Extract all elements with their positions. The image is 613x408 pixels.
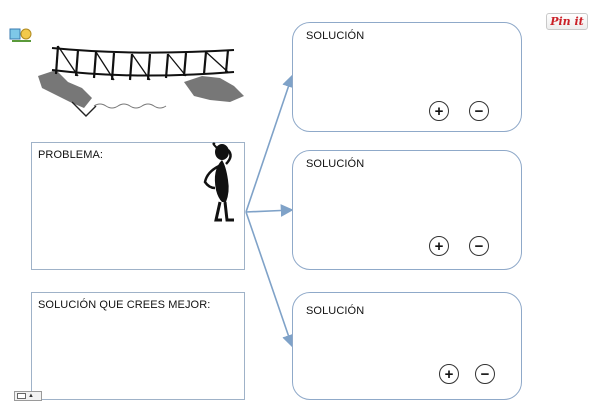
page-icon [17,393,26,399]
solution-box-1[interactable]: SOLUCIÓN + − [292,22,522,132]
solution-label-3: SOLUCIÓN [306,305,365,317]
best-solution-box[interactable]: SOLUCIÓN QUE CREES MEJOR: [31,292,245,400]
plus-button-2[interactable]: + [429,236,449,256]
rope-bridge-illustration [38,45,244,117]
minus-button-2[interactable]: − [469,236,489,256]
best-solution-label: SOLUCIÓN QUE CREES MEJOR: [38,299,211,311]
logo-icon [9,28,32,42]
pin-it-button[interactable]: Pin it [546,13,588,30]
minus-button-3[interactable]: − [475,364,495,384]
arrow-to-solution-2 [245,204,294,217]
solution-box-3[interactable]: SOLUCIÓN + − [292,292,522,400]
solution-label-2: SOLUCIÓN [306,158,365,170]
problem-label: PROBLEMA: [38,149,104,161]
viewer-toggle-control[interactable]: ▲ [14,391,42,401]
arrow-to-solution-3 [245,211,295,348]
thinking-person-icon [203,142,234,222]
solution-label-1: SOLUCIÓN [306,30,365,42]
triangle-up-icon: ▲ [28,393,34,399]
plus-button-3[interactable]: + [439,364,459,384]
minus-button-1[interactable]: − [469,101,489,121]
problem-box[interactable]: PROBLEMA: [31,142,245,270]
arrow-to-solution-1 [245,74,295,213]
solution-box-2[interactable]: SOLUCIÓN + − [292,150,522,270]
plus-button-1[interactable]: + [429,101,449,121]
